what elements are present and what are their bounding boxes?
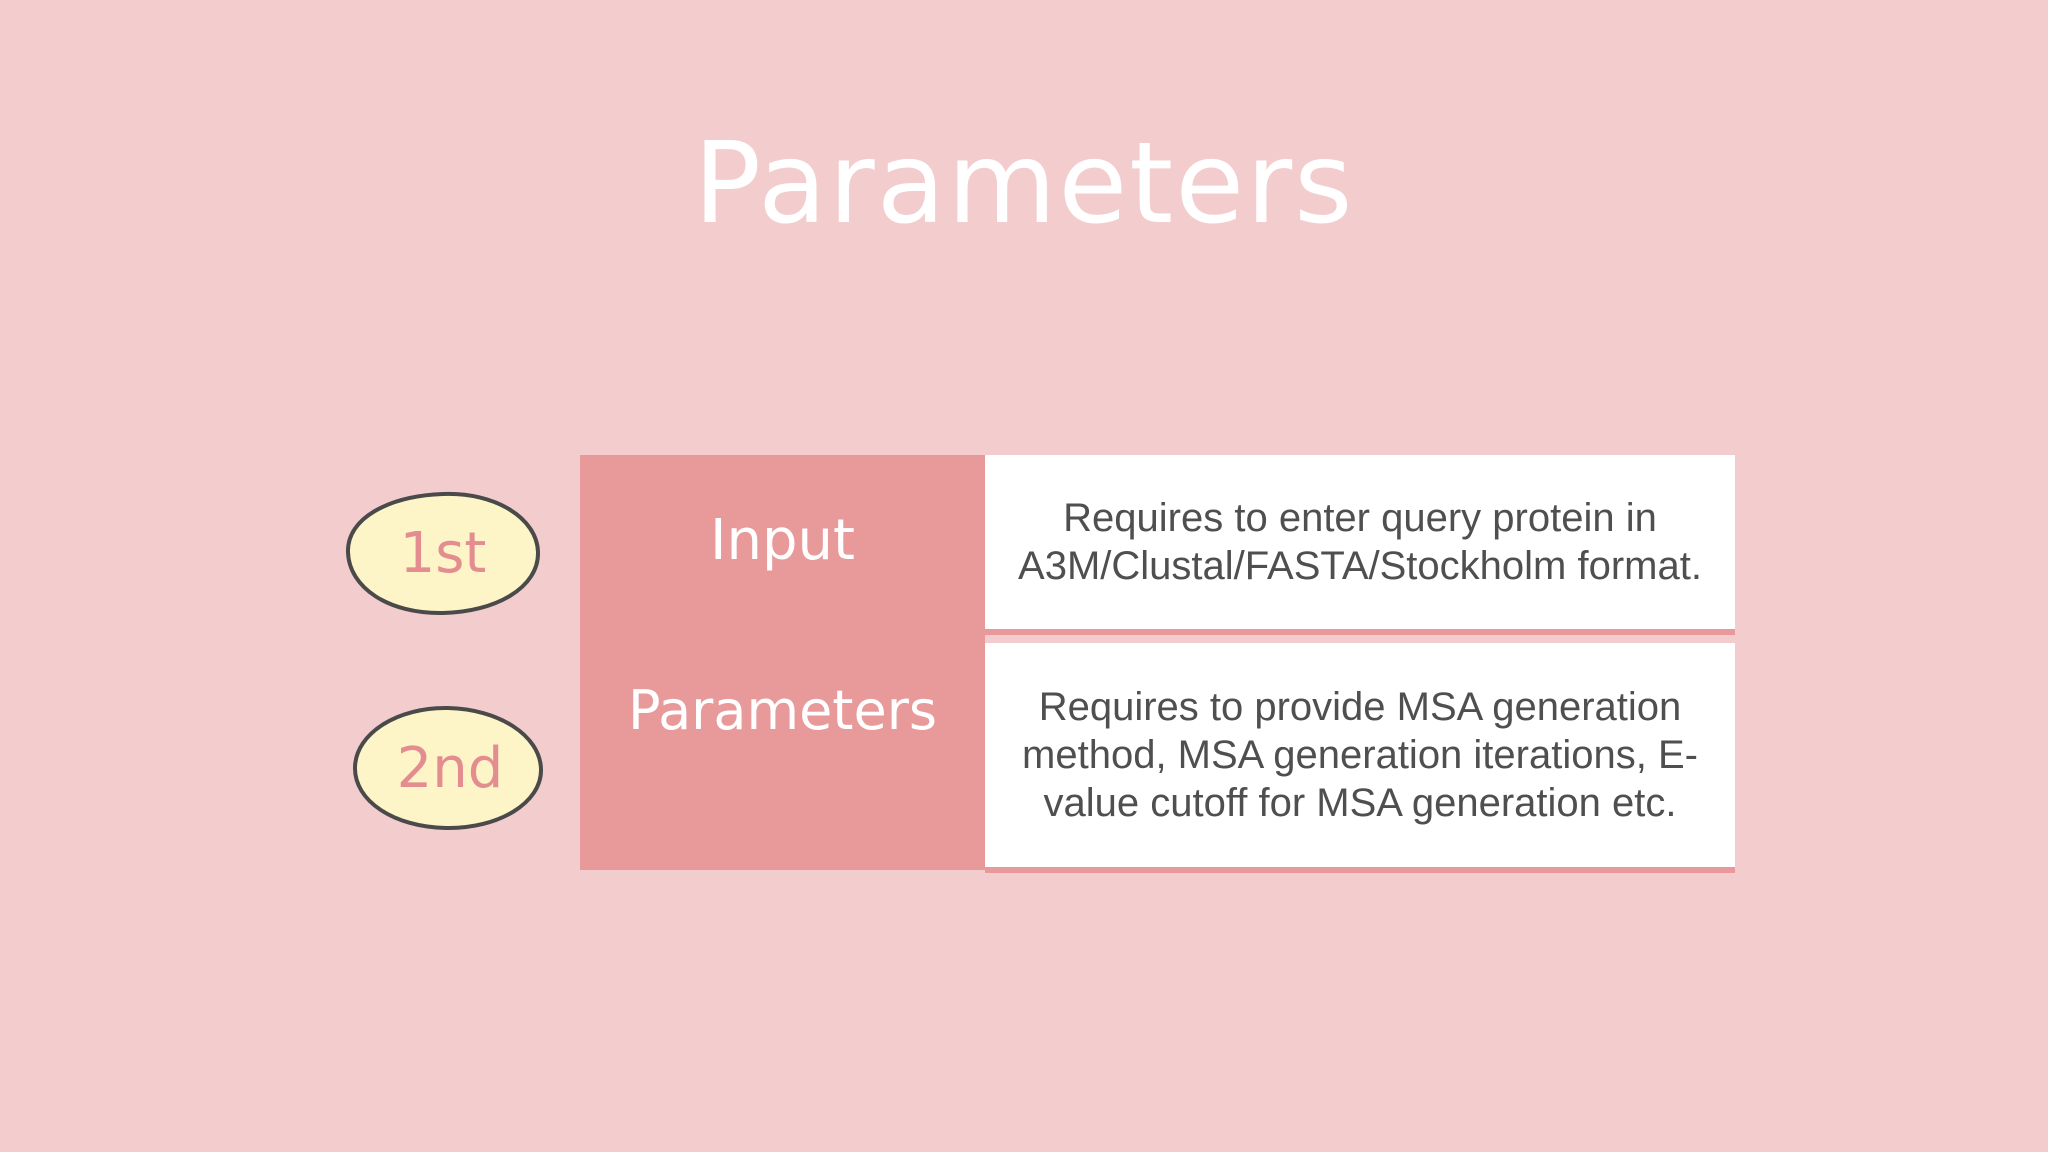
step-label-input: Input [709, 507, 855, 573]
step-description-text: Requires to provide MSA generation metho… [1022, 685, 1698, 825]
step-label-column: Input Parameters [580, 455, 985, 870]
badge-oval-shape [352, 705, 544, 831]
badge-label: 1st [399, 520, 487, 586]
step-description-text: Requires to enter query protein in A3M/C… [1018, 496, 1702, 588]
badge-oval-shape [345, 491, 541, 616]
step-description-card-2: Requires to provide MSA generation metho… [985, 643, 1735, 873]
step-label-parameters: Parameters [627, 678, 938, 742]
step-badge-1st: 1st [345, 490, 541, 616]
step-badge-2nd: 2nd [352, 705, 548, 831]
step-description-card-1: Requires to enter query protein in A3M/C… [985, 455, 1735, 635]
badge-label: 2nd [396, 735, 504, 801]
slide-title: Parameters [693, 119, 1355, 249]
